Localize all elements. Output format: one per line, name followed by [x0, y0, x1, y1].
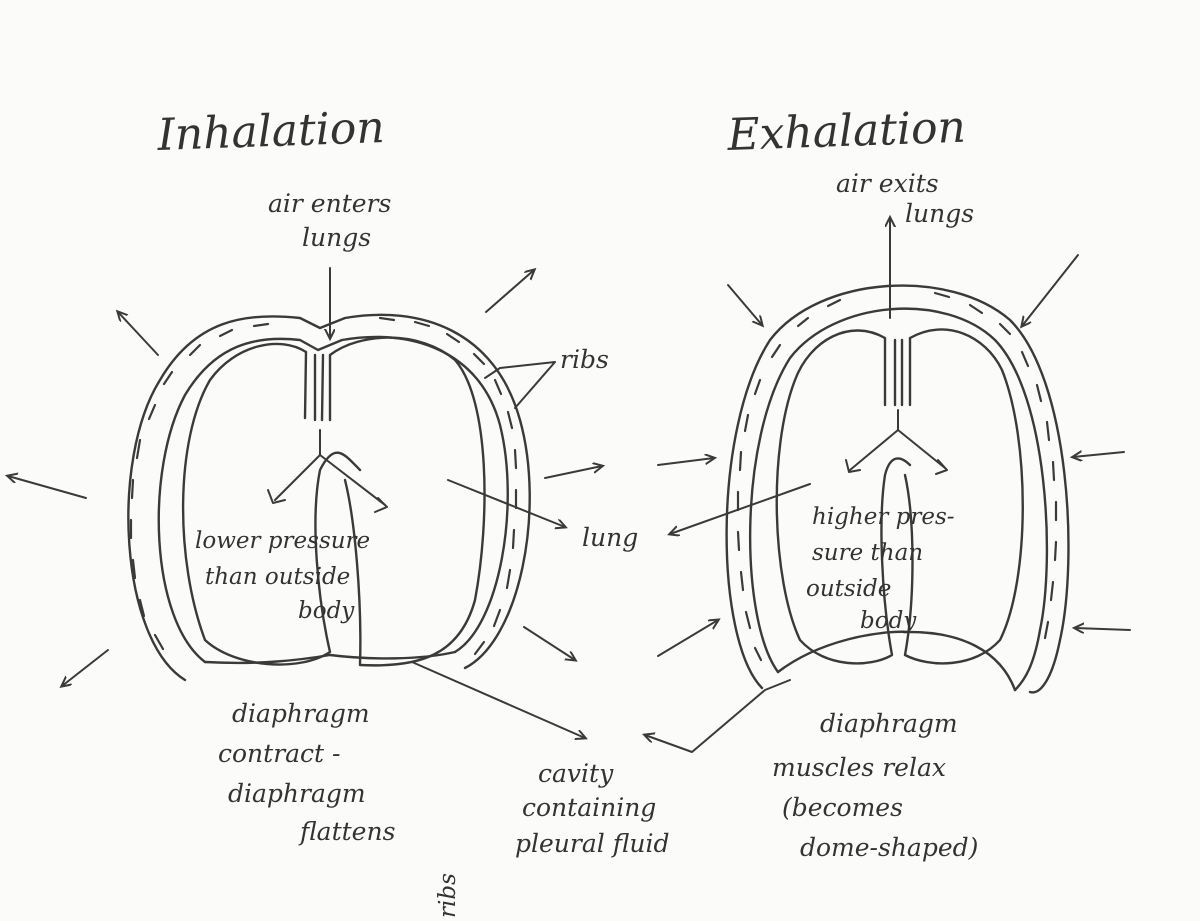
inhalation-pressure-label: lower pressure: [195, 528, 370, 554]
exhalation-compress-arrow: [1075, 628, 1131, 630]
cavity-label: containing: [522, 793, 656, 822]
margin-ribs-label: ribs: [435, 873, 461, 918]
exhalation-pressure-label: outside: [806, 576, 891, 602]
inhalation-title: Inhalation: [156, 102, 386, 161]
inhalation-expand-arrow: [62, 649, 109, 686]
exhalation-diaphragm-label: dome-shaped): [800, 833, 978, 862]
exhalation-compress-arrow: [1022, 254, 1079, 326]
inhalation-expand-arrow: [544, 466, 602, 479]
inhalation-diaphragm: [203, 650, 457, 665]
cavity-label: cavity: [538, 759, 614, 788]
inhalation-diaphragm-label: diaphragm: [228, 779, 366, 808]
exhalation-diaphragm-label: diaphragm: [820, 709, 958, 738]
inhalation-ribs: [129, 316, 518, 656]
ribs-pointer: [484, 361, 556, 409]
exhalation-lung-pointer: [670, 483, 811, 534]
inhalation-expand-arrow: [485, 270, 534, 313]
exhalation-diagram: [645, 218, 1131, 753]
exhalation-ribs: [736, 291, 1058, 662]
exhalation-compress-arrow: [657, 620, 718, 657]
exhalation-pressure-label: higher pres-: [812, 504, 955, 530]
exhalation-chest-wall-outer: [725, 284, 1070, 694]
inhalation-air-label: lungs: [302, 223, 371, 252]
exhalation-bronchi: [849, 409, 946, 471]
inhalation-left-lung: [181, 342, 362, 666]
inhalation-chest-wall-inner: [157, 335, 509, 664]
inhalation-expand-arrow: [8, 476, 87, 499]
inhalation-diagram: [8, 267, 602, 738]
exhalation-cavity-pointer: [645, 679, 791, 753]
lung-label: lung: [582, 523, 638, 552]
inhalation-pressure-label: than outside: [205, 564, 350, 590]
inhalation-bronchi: [274, 429, 386, 506]
inhalation-diaphragm-label: diaphragm: [232, 699, 370, 728]
inhalation-lung-pointer: [447, 479, 565, 527]
exhalation-air-label: lungs: [905, 199, 974, 228]
exhalation-compress-arrow: [1073, 452, 1125, 457]
exhalation-left-lung: [775, 329, 912, 665]
inhalation-air-label: air enters: [268, 189, 391, 218]
exhalation-compress-arrow: [657, 458, 714, 466]
exhalation-diaphragm-label: muscles relax: [772, 753, 946, 782]
exhalation-right-lung: [903, 328, 1024, 665]
exhalation-pressure-label: body: [860, 608, 917, 634]
ribs-label: ribs: [560, 345, 609, 374]
inhalation-diaphragm-label: flattens: [298, 817, 395, 846]
cavity-label: pleural fluid: [515, 829, 669, 858]
inhalation-diaphragm-label: contract -: [218, 739, 341, 768]
exhalation-air-label: air exits: [836, 169, 939, 198]
exhalation-title: Exhalation: [726, 102, 967, 161]
inhalation-pressure-label: body: [298, 598, 355, 624]
exhalation-diaphragm-label: (becomes: [782, 793, 903, 822]
exhalation-chest-wall-inner: [748, 307, 1049, 692]
exhalation-compress-arrow: [727, 284, 762, 325]
inhalation-cavity-pointer: [411, 661, 585, 738]
inhalation-right-lung: [328, 336, 486, 667]
exhalation-pressure-label: sure than: [812, 540, 923, 566]
inhalation-expand-arrow: [118, 312, 159, 356]
exhalation-diaphragm: [776, 630, 1017, 692]
inhalation-expand-arrow: [523, 626, 575, 660]
